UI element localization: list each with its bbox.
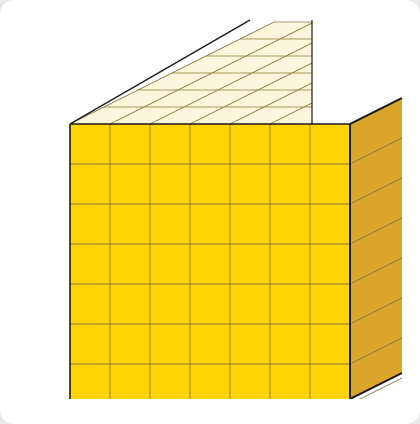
side-grid-line: [349, 217, 403, 245]
side-grid-line: [349, 177, 403, 205]
top-grid-line: [229, 21, 312, 124]
side-grid-line: [349, 337, 403, 365]
top-face-fill: [70, 22, 312, 124]
side-grid-line: [349, 257, 403, 285]
top-left-edge: [69, 19, 251, 125]
top-grid-line: [309, 21, 312, 124]
top-grid-line: [109, 21, 312, 124]
top-face: [69, 19, 313, 125]
side-top-edge: [349, 97, 403, 125]
front-face-fill: [70, 124, 350, 399]
top-grid-line: [269, 21, 312, 124]
top-grid-line: [149, 21, 312, 124]
top-grid-line: [189, 21, 312, 124]
side-grid-line: [349, 297, 403, 325]
side-grid-line: [349, 137, 403, 165]
side-bottom-edge: [349, 372, 403, 399]
side-face: [349, 97, 403, 399]
side-grid-line: [359, 377, 403, 399]
top-grid-line: [70, 21, 275, 124]
cube-group: [69, 19, 403, 399]
side-face-fill: [350, 98, 402, 399]
front-face: [69, 123, 351, 399]
